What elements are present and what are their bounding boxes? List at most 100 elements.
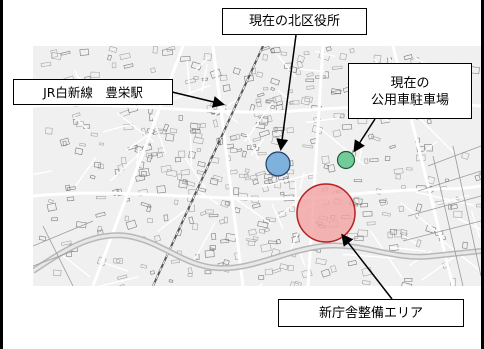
building-block [111,62,117,69]
building-block [332,129,342,138]
minor-road [97,276,139,286]
building-block [394,229,402,238]
building-block [293,280,302,286]
building-block [40,61,52,68]
building-block [270,77,280,86]
building-block [96,225,103,233]
building-block [71,112,81,118]
building-block [108,46,118,53]
building-block [115,259,121,264]
building-block [260,243,272,253]
minor-road [389,246,426,252]
building-block [384,155,391,161]
building-block [51,217,58,222]
building-block [266,97,277,103]
building-block [184,180,196,187]
building-block [147,218,154,224]
building-block [262,54,269,61]
building-block [90,71,100,78]
minor-road [109,144,149,182]
building-block [123,123,134,131]
building-block [362,211,373,217]
building-block [208,213,219,218]
building-block [146,154,153,163]
building-block [220,238,230,244]
building-block [152,46,159,54]
building-block [95,196,106,200]
building-block [393,168,404,175]
building-block [61,240,72,246]
building-block [249,174,258,181]
building-block [341,124,353,130]
callout-parking-line1: 現在の [390,75,430,91]
building-block [169,128,178,134]
building-block [272,127,279,133]
minor-road [413,111,455,154]
building-block [230,135,237,141]
minor-road [420,252,460,282]
building-block [267,175,278,184]
building-block [204,249,215,258]
building-block [241,150,247,158]
building-block [415,203,423,212]
minor-road [318,127,366,166]
building-block [196,170,204,175]
building-block [140,264,148,269]
building-block [238,173,248,178]
building-block [389,144,396,150]
minor-road [157,203,194,233]
building-block [268,240,278,245]
building-block [306,72,314,78]
building-block [209,156,220,164]
building-block [45,127,53,135]
building-block [369,158,379,163]
building-block [287,264,294,272]
building-block [256,101,262,108]
minor-road [424,140,438,153]
building-block [306,85,315,90]
building-block [255,98,262,104]
building-block [252,178,259,185]
building-block [304,95,313,103]
building-block [379,198,389,207]
building-block [205,209,214,214]
building-block [166,46,176,53]
callout-new-building-area: 新庁舎整備エリア [278,299,464,327]
callout-current-ward-office-text: 現在の北区役所 [248,14,340,29]
building-block [89,174,96,180]
building-block [258,275,265,280]
building-block [189,122,201,130]
minor-road [276,201,297,218]
building-block [146,205,152,213]
minor-road [271,203,284,229]
railway [152,46,264,286]
building-block [401,232,408,240]
minor-road [75,156,97,187]
building-block [330,265,337,273]
building-block [162,123,170,132]
building-block [212,174,223,183]
building-block [296,60,304,69]
building-block [327,164,336,173]
callout-station-text: JR白新線 豊栄駅 [43,84,143,100]
building-block [187,272,193,278]
minor-road [315,50,336,58]
building-block [399,228,408,236]
building-block [415,239,422,248]
building-block [219,74,228,81]
minor-road [104,262,129,273]
building-block [379,199,387,203]
building-block [145,152,154,159]
building-block [47,198,54,204]
building-block [165,132,175,142]
building-block [262,87,269,91]
map-area [33,46,481,286]
building-block [38,235,47,241]
building-block [263,227,270,233]
minor-road [246,133,260,160]
building-block [191,128,197,133]
building-block [188,216,194,225]
building-block [256,71,264,78]
building-block [95,211,106,218]
